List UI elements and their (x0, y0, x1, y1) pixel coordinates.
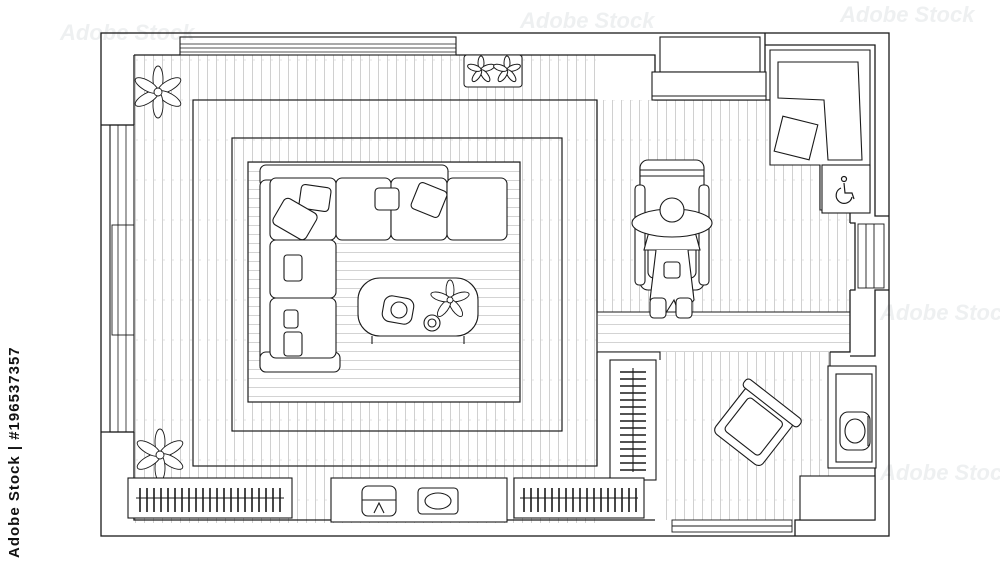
wheelchair-user (631, 159, 713, 319)
wall-cabinet-top (651, 36, 767, 101)
storage-bottom-right (513, 477, 645, 519)
bathroom-vanity (827, 365, 877, 469)
wardrobe-vertical (609, 359, 657, 481)
plant-bottom-left (136, 428, 184, 482)
console-cabinet (330, 477, 508, 523)
storage-hangers (139, 488, 281, 512)
bathroom-cabinet (799, 475, 876, 521)
sectional-sofa (259, 164, 508, 373)
brand-watermark: Adobe Stock (879, 460, 1000, 485)
brand-watermark: Adobe Stock (519, 8, 656, 33)
window-top (179, 36, 457, 56)
planter-box (463, 54, 523, 88)
window-right (857, 223, 885, 289)
wardrobe-hangers (620, 371, 646, 471)
window-left (109, 124, 135, 433)
stock-id-watermark: Adobe Stock | #196537357 (6, 346, 23, 558)
brand-watermark: Adobe Stock (879, 300, 1000, 325)
storage-hangers (523, 488, 637, 512)
armchair (714, 378, 802, 467)
plant-top-left (134, 65, 182, 119)
kitchen-counter (769, 49, 871, 214)
window-bottom (671, 519, 793, 533)
plant-coffee-table (430, 279, 470, 317)
wheelchair-symbol-icon (835, 175, 855, 204)
brand-watermark: Adobe Stock (839, 2, 976, 27)
